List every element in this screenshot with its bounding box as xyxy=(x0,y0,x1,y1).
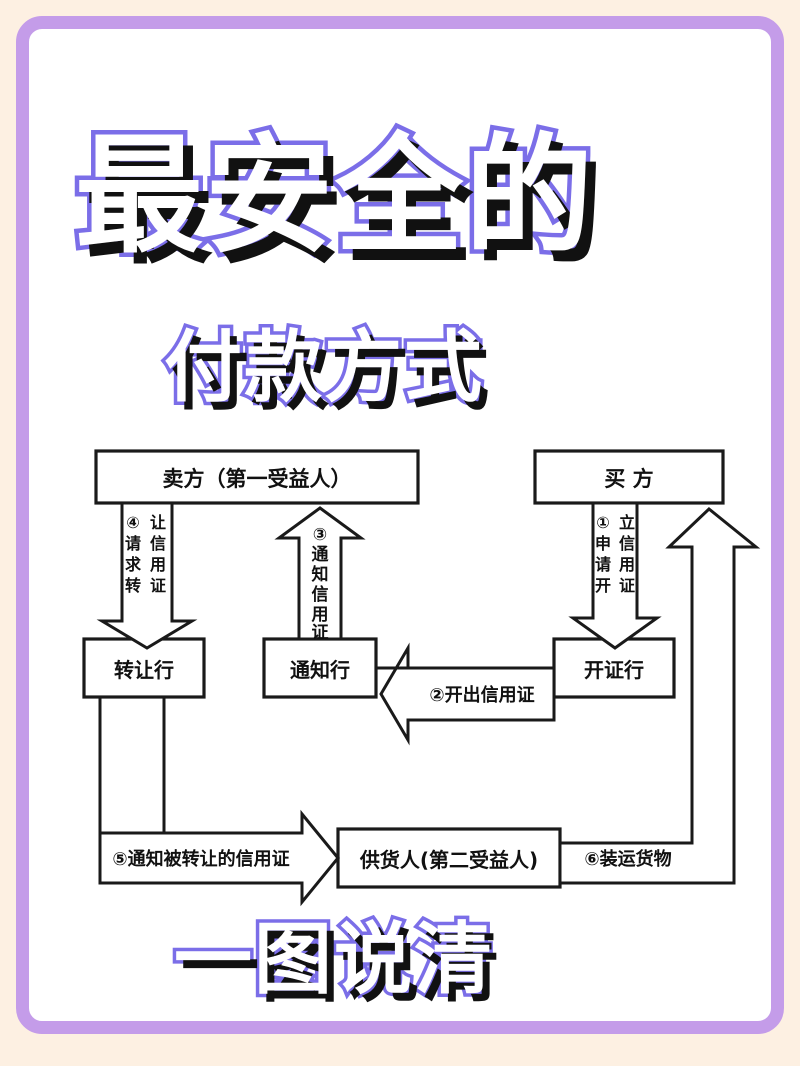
svg-text:④: ④ xyxy=(126,513,140,532)
node-seller-box xyxy=(94,449,420,505)
poster-title-sub: 付款方式 xyxy=(160,323,485,413)
node-supplier-label: 供货人(第二受益人) xyxy=(359,848,538,872)
svg-text:开: 开 xyxy=(595,576,611,595)
svg-text:信: 信 xyxy=(619,534,635,553)
svg-text:通: 通 xyxy=(312,545,329,565)
svg-text:用: 用 xyxy=(312,605,329,625)
svg-text:求: 求 xyxy=(125,555,142,574)
flowchart-svg: 卖方（第一受益人） 买 方 转让行 通知行 开证行 供货人(第二受益人) ④ 请… xyxy=(82,449,761,907)
svg-text:让: 让 xyxy=(150,513,166,532)
arrow-step-5-label: ⑤通知被转让的信用证 xyxy=(112,848,289,870)
arrow-step-3-label: ③ 通 知 信 用 证 xyxy=(311,525,329,643)
node-transfer-label: 转让行 xyxy=(114,658,174,682)
arrow-step-2 xyxy=(377,642,556,746)
node-advising-box xyxy=(262,637,378,699)
arrow-step-3 xyxy=(274,506,366,641)
poster-frame: 卖方（第一受益人） 买 方 转让行 通知行 开证行 供货人(第二受益人) ④ 请… xyxy=(16,16,784,1034)
svg-text:用: 用 xyxy=(619,555,635,574)
svg-text:证: 证 xyxy=(619,576,635,595)
svg-text:申: 申 xyxy=(595,534,611,553)
svg-text:证: 证 xyxy=(312,623,329,643)
svg-text:证: 证 xyxy=(150,576,166,595)
svg-text:③: ③ xyxy=(313,525,327,545)
svg-text:知: 知 xyxy=(311,564,329,585)
svg-text:请: 请 xyxy=(125,534,141,553)
svg-text:转: 转 xyxy=(125,576,141,595)
arrow-step-4 xyxy=(96,501,198,650)
arrow-step-6 xyxy=(558,507,761,885)
arrow-step-1 xyxy=(568,501,662,650)
flowchart-diagram: 卖方（第一受益人） 买 方 转让行 通知行 开证行 供货人(第二受益人) ④ 请… xyxy=(16,16,800,1066)
node-buyer-label: 买 方 xyxy=(604,467,653,491)
svg-text:①: ① xyxy=(596,513,610,532)
arrow-step-4-label: ④ 请 求 转 让 信 用 证 xyxy=(125,513,166,595)
poster-title-footer: 一图说清 xyxy=(170,915,495,1005)
arrow-step-6-label: ⑥装运货物 xyxy=(584,848,671,870)
svg-text:立: 立 xyxy=(619,513,635,532)
svg-text:请: 请 xyxy=(595,555,611,574)
arrow-step-5 xyxy=(98,809,340,907)
svg-text:用: 用 xyxy=(150,555,166,574)
arrow-step-2-label: ②开出信用证 xyxy=(429,684,534,706)
arrow-step-1-label: ① 申 请 开 立 信 用 证 xyxy=(595,513,635,595)
node-issuing-label: 开证行 xyxy=(584,658,644,682)
poster-title-main: 最安全的 xyxy=(70,122,597,271)
node-seller-label: 卖方（第一受益人） xyxy=(163,467,352,491)
svg-text:信: 信 xyxy=(312,584,329,605)
svg-text:信: 信 xyxy=(150,534,166,553)
node-advising-label: 通知行 xyxy=(290,658,350,682)
